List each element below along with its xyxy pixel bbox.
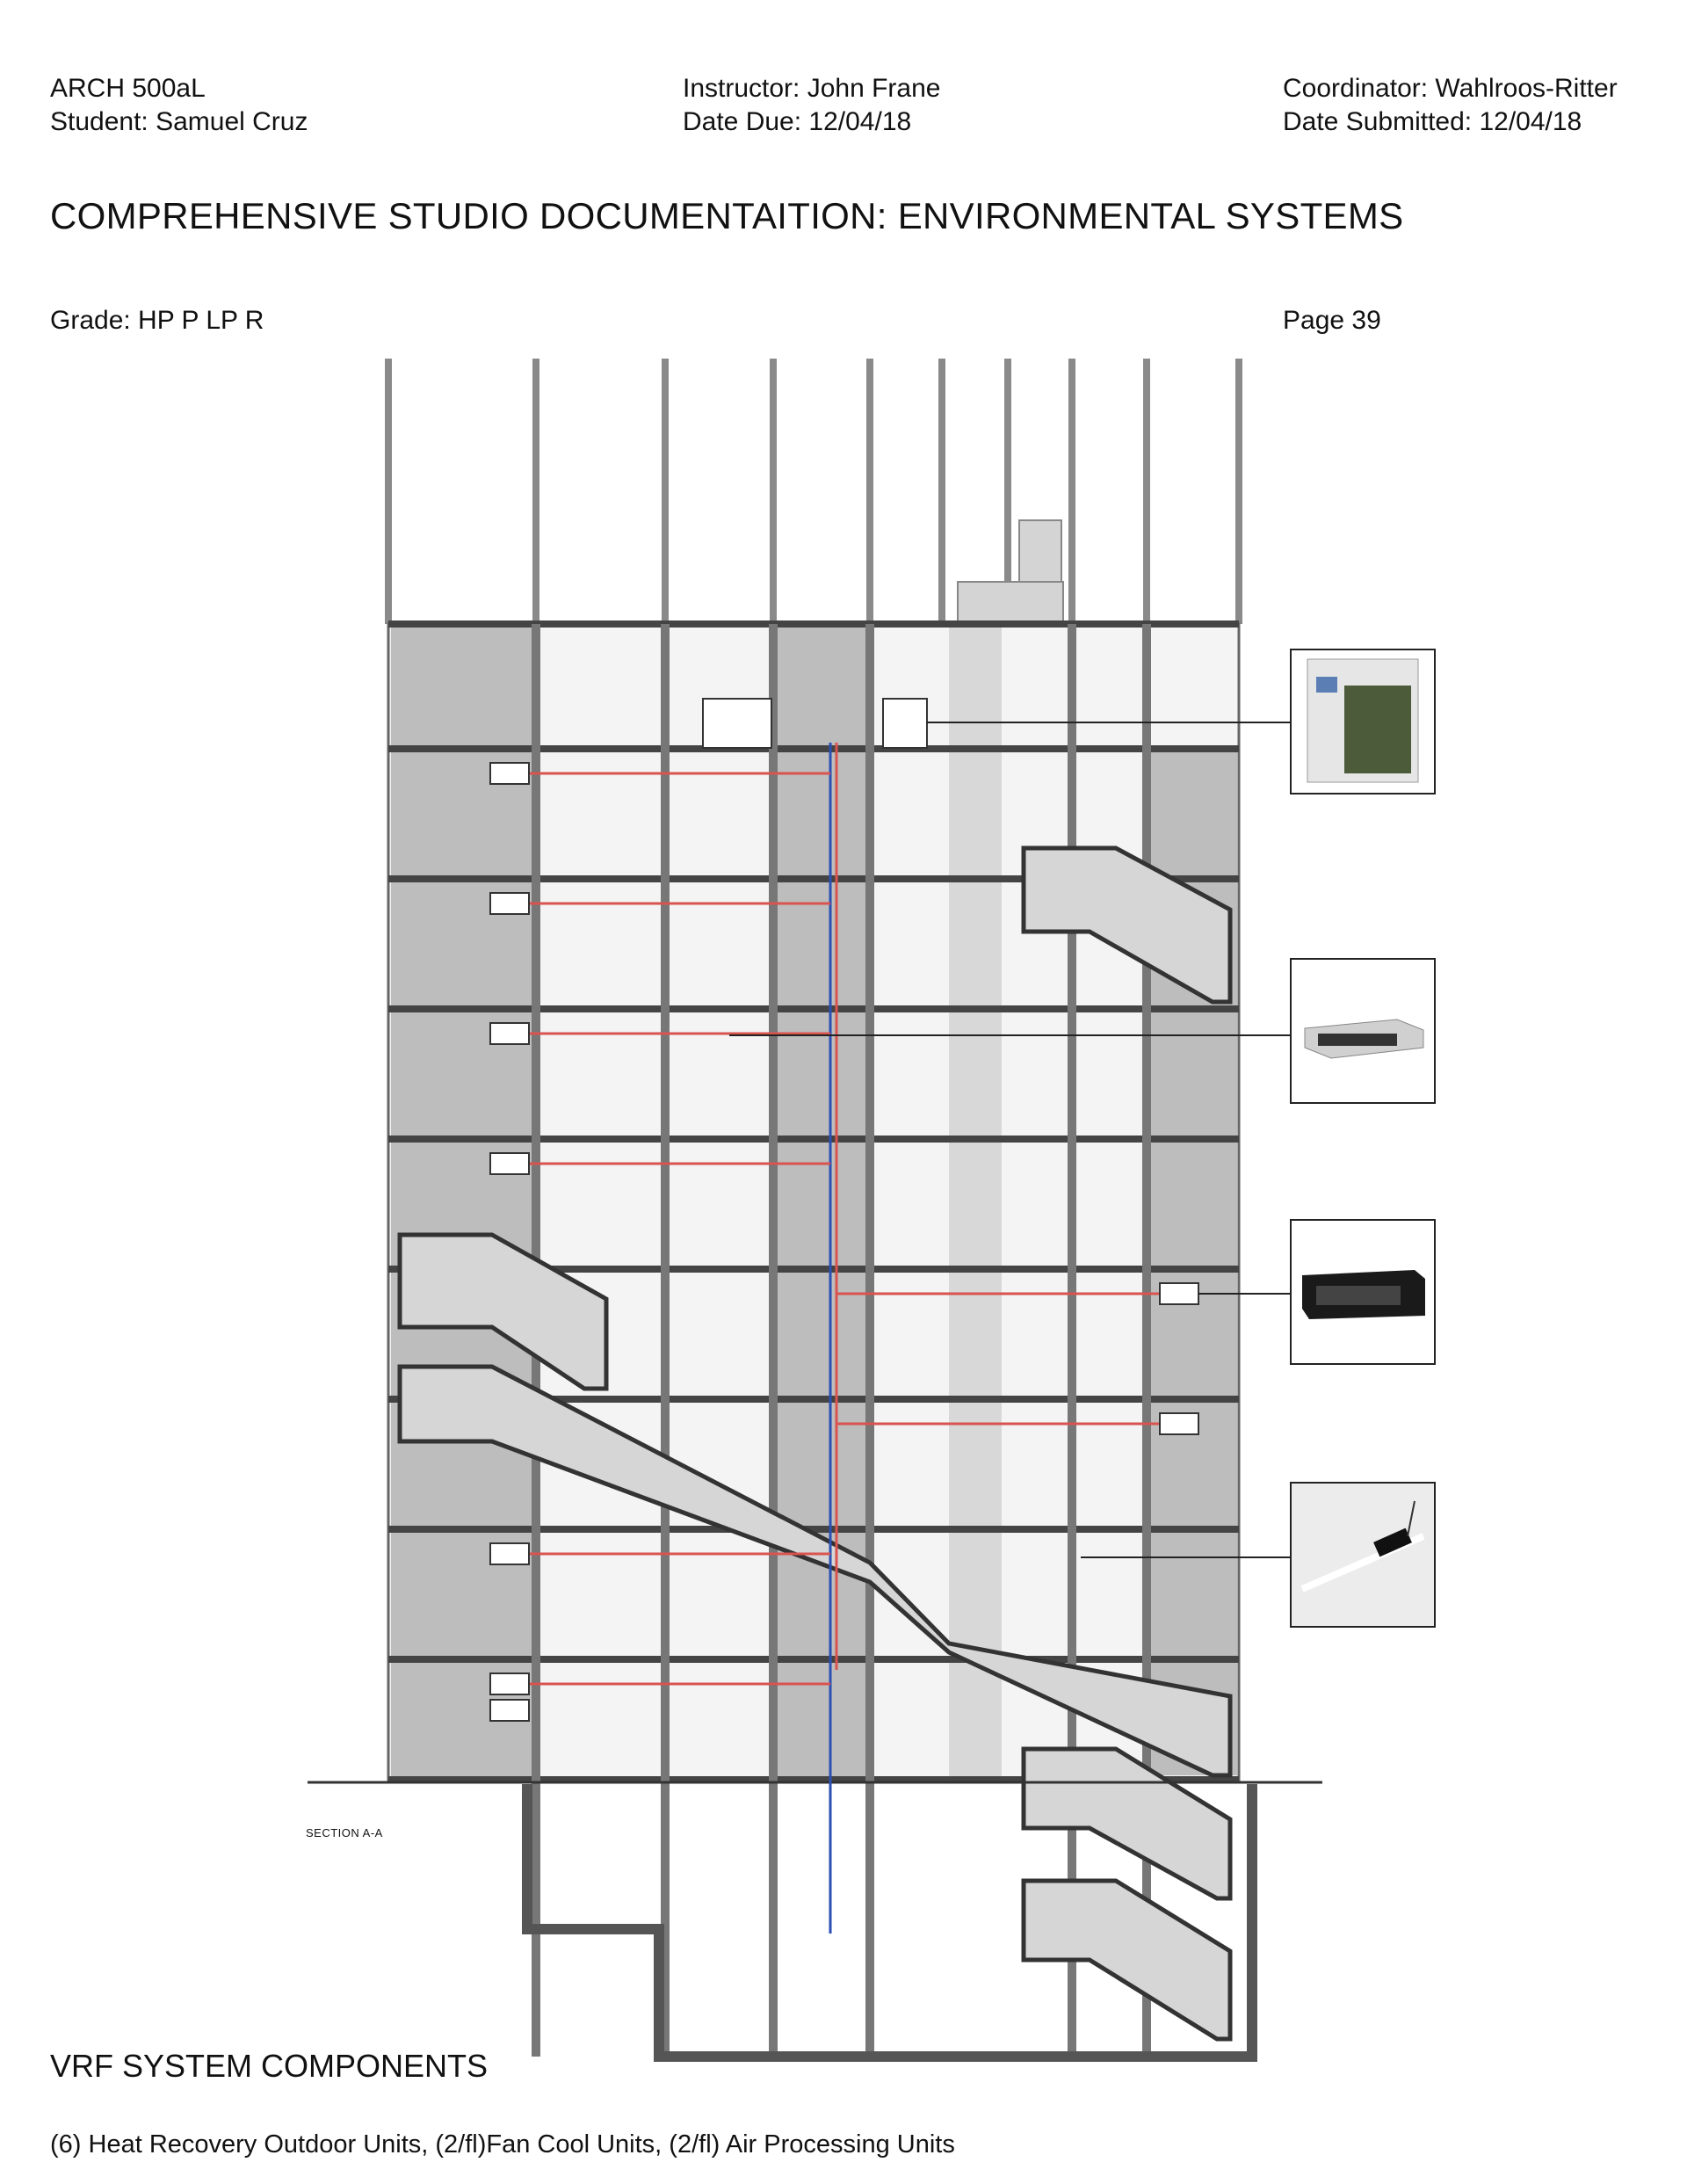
roof-outdoor-units — [702, 698, 928, 749]
building-section-drawing — [308, 359, 1322, 2062]
header-middle: Instructor: John Frane Date Due: 12/04/1… — [683, 72, 940, 139]
linear-diffuser-icon — [1292, 1484, 1434, 1626]
fan-coil-units — [489, 762, 1199, 1722]
callout-leaders — [729, 722, 1290, 1558]
ducted-unit-icon — [1304, 1019, 1424, 1059]
page-number: Page 39 — [1283, 306, 1381, 335]
student-name: Student: Samuel Cruz — [50, 107, 308, 136]
document-title: COMPREHENSIVE STUDIO DOCUMENTAITION: ENV… — [50, 195, 1404, 236]
basement-walls — [522, 1784, 1257, 2062]
air-processing-unit-icon — [1302, 1270, 1425, 1319]
ducted-fan-coil-image — [1290, 958, 1436, 1104]
header-left: ARCH 500aL Student: Samuel Cruz — [50, 72, 308, 139]
structural-columns — [532, 624, 1151, 2057]
date-due: Date Due: 12/04/18 — [683, 107, 912, 136]
components-description: (6) Heat Recovery Outdoor Units, (2/fl)F… — [50, 2130, 955, 2159]
header-right: Coordinator: Wahlroos-Ritter Date Submit… — [1283, 72, 1618, 139]
linear-diffuser-image — [1290, 1482, 1436, 1628]
outdoor-unit-image — [1290, 649, 1436, 795]
facade-mullions — [385, 359, 1242, 624]
air-processing-unit-image — [1290, 1219, 1436, 1365]
stair-flights — [397, 845, 1233, 2042]
vrf-piping — [518, 743, 1169, 1934]
components-title: VRF SYSTEM COMPONENTS — [50, 2048, 489, 2084]
grade-line: Grade: HP P LP R — [50, 306, 264, 335]
coordinator-name: Coordinator: Wahlroos-Ritter — [1283, 74, 1618, 103]
date-submitted: Date Submitted: 12/04/18 — [1283, 107, 1582, 136]
outdoor-unit-icon — [1307, 658, 1419, 783]
section-label: SECTION A-A — [306, 1826, 383, 1839]
instructor-name: Instructor: John Frane — [683, 74, 941, 103]
course-code: ARCH 500aL — [50, 74, 206, 103]
